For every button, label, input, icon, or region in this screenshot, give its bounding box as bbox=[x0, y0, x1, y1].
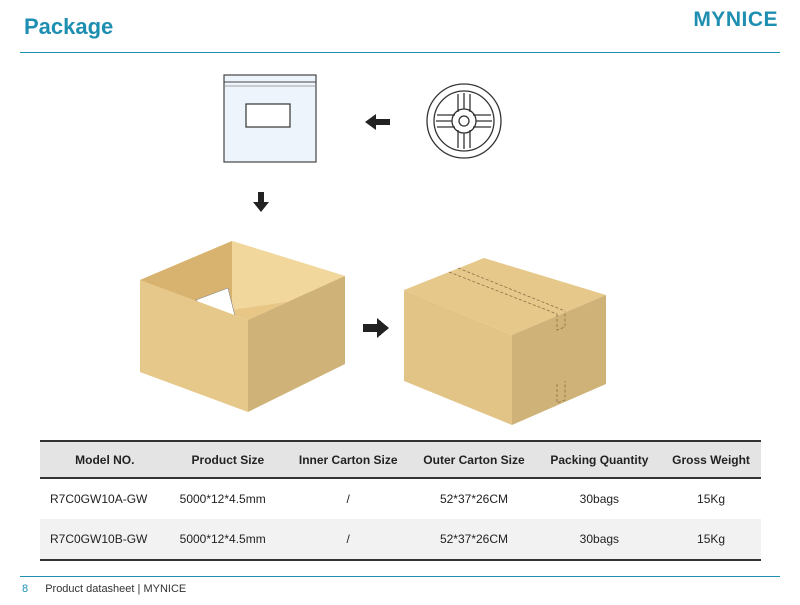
arrow-down-icon bbox=[253, 192, 269, 212]
arrow-left-icon bbox=[365, 114, 390, 130]
table-cell: 30bags bbox=[579, 492, 620, 506]
header-divider bbox=[20, 52, 780, 53]
table-cell: R7C0GW10B-GW bbox=[40, 519, 170, 561]
table-cell: 5000*12*4.5mm bbox=[169, 519, 287, 561]
column-header: Inner Carton Size bbox=[286, 440, 411, 479]
column-header: Model NO. bbox=[40, 440, 170, 479]
column-header: Product Size bbox=[169, 440, 287, 479]
table-cell: 52*37*26CM bbox=[439, 492, 508, 506]
footer-divider bbox=[20, 576, 780, 577]
table-cell: 5000*12*4.5mm bbox=[179, 492, 266, 506]
table-cell: 15Kg bbox=[697, 492, 726, 506]
table-cell: 52*37*26CM bbox=[410, 519, 538, 561]
footer-text: Product datasheet | MYNICE bbox=[45, 583, 187, 595]
table-cell: / bbox=[286, 519, 411, 561]
table-row: R7C0GW10A-GW 5000*12*4.5mm / 52*37*26CM … bbox=[40, 478, 761, 519]
table-row: R7C0GW10B-GW 5000*12*4.5mm / 52*37*26CM … bbox=[40, 519, 761, 561]
page-title: Package bbox=[24, 14, 114, 39]
column-header: Gross Weight bbox=[661, 440, 761, 479]
table-cell: / bbox=[346, 492, 350, 506]
bag-illustration bbox=[223, 74, 317, 163]
package-spec-table: Model NO. Product Size Inner Carton Size… bbox=[40, 440, 761, 561]
arrow-right-icon bbox=[363, 318, 389, 338]
brand-logo: MYNICE bbox=[693, 8, 778, 31]
package-illustration bbox=[140, 74, 606, 425]
column-header: Packing Quantity bbox=[537, 440, 662, 479]
table-cell: 15Kg bbox=[661, 519, 761, 561]
closed-carton-illustration bbox=[404, 258, 606, 425]
reel-illustration bbox=[426, 83, 502, 159]
page-footer: 8 Product datasheet | MYNICE bbox=[22, 583, 186, 595]
column-header: Outer Carton Size bbox=[410, 440, 538, 479]
table-header-row: Model NO. Product Size Inner Carton Size… bbox=[40, 440, 761, 479]
table-cell: 30bags bbox=[537, 519, 662, 561]
open-carton-illustration bbox=[140, 241, 345, 412]
page-number: 8 bbox=[22, 583, 29, 595]
table-cell: R7C0GW10A-GW bbox=[50, 492, 148, 506]
